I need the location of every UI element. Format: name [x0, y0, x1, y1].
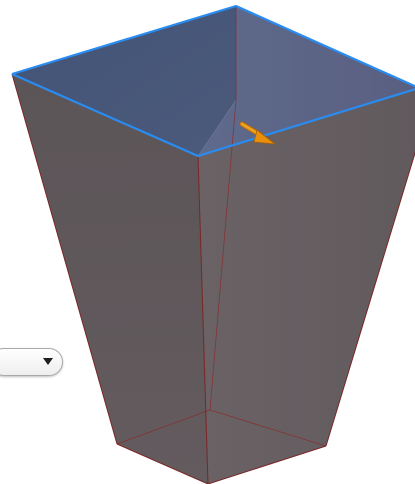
option-dropdown[interactable] [0, 348, 63, 376]
inner-back-right-face[interactable] [198, 6, 415, 156]
right-edge [325, 151, 415, 447]
front-edge [197, 155, 209, 484]
outer-left-face[interactable] [12, 74, 208, 484]
bottom-left-edge [116, 443, 209, 484]
selected-top-edge-front[interactable] [11, 72, 415, 158]
left-edge [11, 73, 118, 445]
outer-right-face[interactable] [198, 88, 415, 484]
hidden-edge [209, 409, 327, 447]
chevron-down-icon [43, 358, 53, 365]
selected-top-edge-loop[interactable] [11, 4, 415, 88]
direction-arrow-icon[interactable] [239, 121, 277, 145]
inner-back-left-face[interactable] [12, 6, 236, 156]
hidden-edge [116, 409, 211, 445]
bottom-right-edge [207, 445, 327, 484]
hidden-edge [209, 99, 237, 411]
